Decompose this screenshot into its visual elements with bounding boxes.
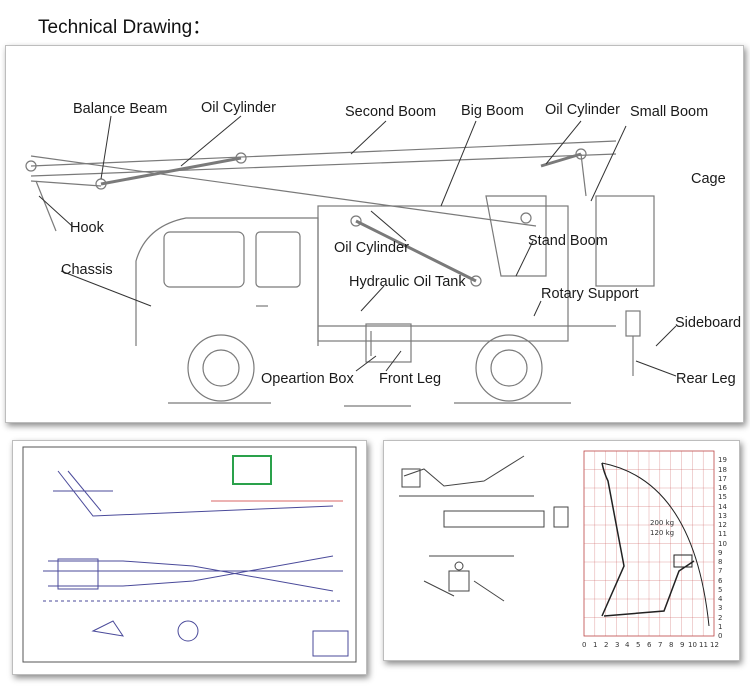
y-tick: 11: [718, 530, 727, 538]
page-title: Technical Drawing：: [38, 17, 212, 38]
y-tick: 1: [718, 623, 722, 631]
x-tick: 6: [647, 641, 652, 649]
truck-line-drawing: [25, 115, 677, 407]
y-tick: 19: [718, 456, 727, 464]
y-tick: 8: [718, 558, 722, 566]
y-tick: 2: [718, 614, 722, 622]
label-oil-cylinder-top: Oil Cylinder: [545, 102, 620, 118]
x-tick: 4: [625, 641, 630, 649]
label-balance-beam: Balance Beam: [73, 101, 168, 117]
y-tick: 7: [718, 567, 722, 575]
label-second-boom: Second Boom: [345, 104, 437, 120]
boom-cad-drawing-panel: [12, 440, 367, 675]
label-oil-cylinder-left: Oil Cylinder: [201, 100, 276, 116]
x-tick: 11: [699, 641, 708, 649]
label-rear-leg: Rear Leg: [676, 371, 736, 387]
x-tick: 3: [615, 641, 619, 649]
x-tick: 12: [710, 641, 719, 649]
y-tick: 10: [718, 540, 727, 548]
label-sideboard: Sideboard: [675, 315, 742, 331]
label-operation-box: Opeartion Box: [261, 371, 354, 387]
load-label-200kg: 200 kg: [650, 519, 674, 527]
label-stand-boom: Stand Boom: [528, 233, 608, 249]
load-label-120kg: 120 kg: [650, 529, 674, 537]
label-cage: Cage: [691, 171, 726, 187]
x-tick: 2: [604, 641, 608, 649]
work-range-drawing: 200 kg 120 kg 0 1 2 3 4 5 6 7 8 9 10 11 …: [399, 450, 727, 649]
x-tick: 9: [680, 641, 684, 649]
y-tick: 5: [718, 586, 722, 594]
x-tick: 0: [582, 641, 586, 649]
boom-cad-drawing: [22, 446, 357, 663]
label-chassis: Chassis: [61, 262, 113, 278]
y-tick: 3: [718, 604, 722, 612]
y-tick: 12: [718, 521, 727, 529]
truck-technical-drawing-panel: Balance Beam Oil Cylinder Second Boom Bi…: [5, 45, 744, 423]
y-tick: 6: [718, 577, 723, 585]
y-tick: 9: [718, 549, 722, 557]
y-tick: 14: [718, 503, 727, 511]
label-oil-cylinder-middle: Oil Cylinder: [334, 240, 409, 256]
label-hook: Hook: [70, 220, 104, 236]
y-tick: 0: [718, 632, 722, 640]
label-big-boom: Big Boom: [461, 103, 524, 119]
x-tick: 7: [658, 641, 662, 649]
y-tick: 17: [718, 475, 727, 483]
y-tick: 15: [718, 493, 727, 501]
y-tick: 18: [718, 466, 727, 474]
x-tick: 10: [688, 641, 697, 649]
label-front-leg: Front Leg: [379, 371, 442, 387]
y-tick: 13: [718, 512, 727, 520]
x-tick: 8: [669, 641, 673, 649]
y-tick: 16: [718, 484, 727, 492]
y-tick: 4: [718, 595, 723, 603]
x-tick: 1: [593, 641, 597, 649]
label-hydraulic-oil-tank: Hydraulic Oil Tank: [349, 274, 466, 290]
label-small-boom: Small Boom: [630, 104, 709, 120]
label-rotary-support: Rotary Support: [541, 286, 639, 302]
work-range-drawing-panel: 200 kg 120 kg 0 1 2 3 4 5 6 7 8 9 10 11 …: [383, 440, 740, 661]
x-tick: 5: [636, 641, 640, 649]
